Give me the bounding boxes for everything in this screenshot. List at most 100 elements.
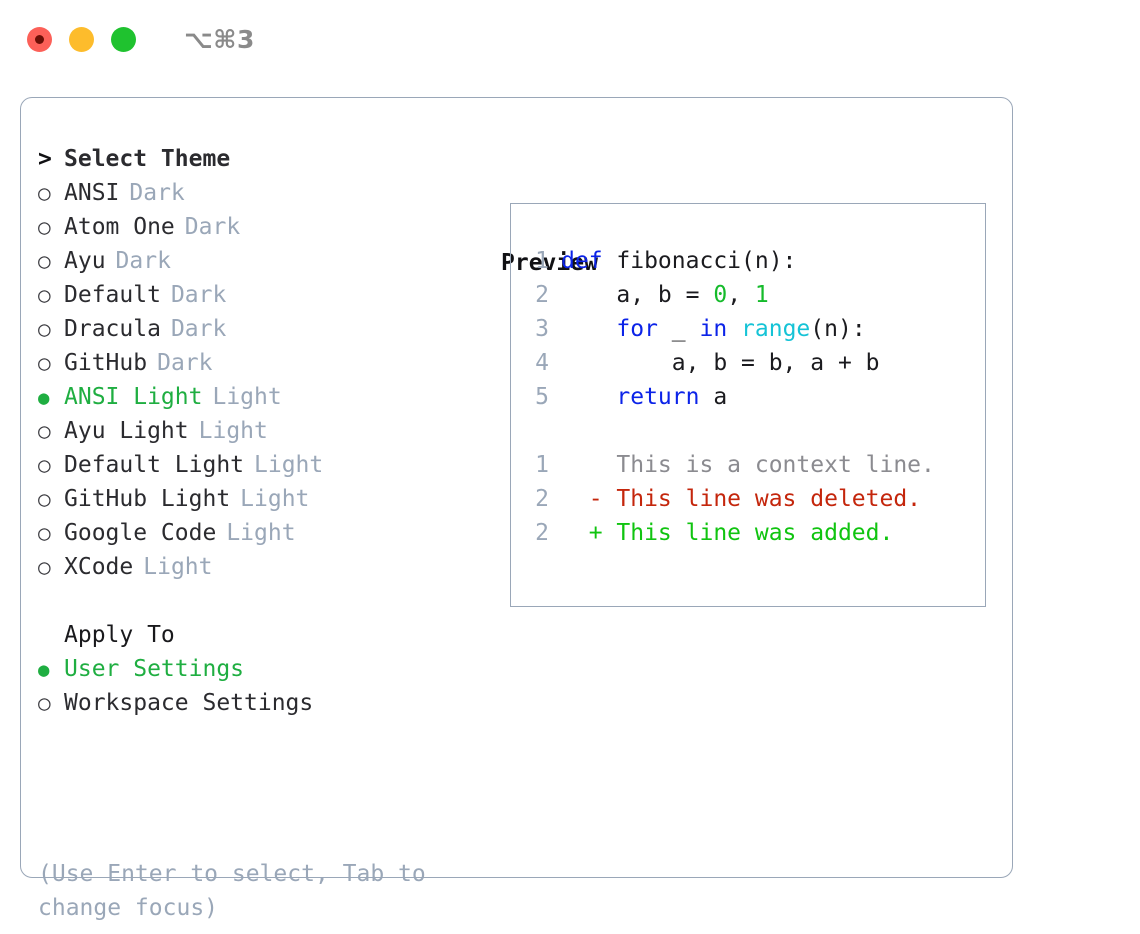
radio-unselected-icon: ○ [38, 453, 51, 477]
code-token: 1 [754, 282, 769, 308]
preview-heading: Preview [501, 250, 598, 276]
maximize-button[interactable] [111, 26, 136, 52]
theme-option-variant-tag: Light [198, 418, 268, 444]
radio-unselected-icon: ○ [38, 283, 51, 307]
theme-option-name: Default Light [64, 452, 245, 478]
apply-to-bullet-placeholder [38, 623, 64, 647]
code-line: 2 a, b = 0, 1 [525, 278, 880, 312]
apply-to-option-name: User Settings [64, 656, 245, 682]
radio-unselected-icon: ○ [38, 555, 51, 579]
code-token: a [699, 384, 728, 410]
close-button[interactable] [27, 26, 52, 52]
code-token: , [727, 282, 755, 308]
theme-option-name: GitHub [64, 350, 148, 376]
diff-sample: 1 This is a context line.2 - This line w… [525, 448, 935, 550]
radio-unselected-icon: ○ [38, 215, 51, 239]
diff-line: 1 This is a context line. [525, 448, 935, 482]
code-line: 4 a, b = b, a + b [525, 346, 879, 380]
diff-marker: + [561, 520, 603, 546]
list-spacer [38, 588, 478, 622]
theme-option-name: Google Code [64, 520, 217, 546]
apply-to-label: Apply To [64, 622, 175, 648]
minimize-button[interactable] [69, 26, 94, 52]
radio-unselected-icon: ○ [38, 249, 51, 273]
theme-option-variant-tag: Light [226, 520, 296, 546]
line-number: 3 [535, 316, 549, 342]
line-number: 2 [535, 486, 549, 512]
code-token [561, 316, 616, 342]
code-token [727, 316, 741, 342]
theme-option-default[interactable]: ○ Default Dark [38, 282, 478, 316]
theme-list-heading: >Select Theme [38, 146, 478, 180]
code-token: for [616, 316, 658, 342]
theme-option-name: Ayu Light [64, 418, 189, 444]
radio-selected-icon: ● [38, 387, 50, 409]
code-token: a, b = [561, 282, 714, 308]
radio-selected-icon: ● [38, 659, 50, 681]
keyboard-shortcut-label: ⌥⌘3 [184, 24, 255, 54]
theme-option-ansi[interactable]: ○ ANSI Dark [38, 180, 478, 214]
code-token: 0 [713, 282, 728, 308]
diff-marker [561, 452, 603, 478]
theme-option-variant-tag: Dark [170, 316, 227, 342]
code-token: return [616, 384, 700, 410]
code-token: fibonacci(n): [602, 248, 797, 274]
theme-option-variant-tag: Dark [129, 180, 185, 206]
apply-to-option-workspace-settings[interactable]: ○ Workspace Settings [38, 690, 478, 724]
diff-text: This is a context line. [602, 452, 935, 478]
heading-caret-icon: > [38, 146, 52, 172]
theme-option-name: Atom One [64, 214, 175, 240]
theme-option-default-light[interactable]: ○ Default Light Light [38, 452, 478, 486]
keyboard-hint-text: (Use Enter to select, Tab to change focu… [38, 861, 426, 921]
radio-unselected-icon: ○ [38, 317, 51, 341]
theme-option-name: Default [64, 282, 161, 308]
theme-option-variant-tag: Light [254, 452, 324, 478]
diff-line: 2 - This line was deleted. [525, 482, 935, 516]
code-token [561, 384, 616, 410]
theme-option-dracula[interactable]: ○ Dracula Dark [38, 316, 478, 350]
code-line: 3 for _ in range(n): [525, 312, 880, 346]
radio-unselected-icon: ○ [38, 351, 51, 375]
apply-to-options-list: ● User Settings ○ Workspace Settings [38, 656, 478, 724]
theme-option-name: XCode [64, 554, 134, 580]
theme-option-ayu-light[interactable]: ○ Ayu Light Light [38, 418, 478, 452]
line-number: 1 [535, 452, 549, 478]
theme-option-name: GitHub Light [64, 486, 231, 512]
window-controls [27, 26, 136, 52]
apply-to-option-user-settings[interactable]: ● User Settings [38, 656, 478, 690]
diff-text: This line was added. [602, 520, 894, 546]
radio-unselected-icon: ○ [38, 181, 51, 205]
code-token: _ [657, 316, 700, 342]
diff-text: This line was deleted. [602, 486, 922, 512]
theme-option-name: ANSI [64, 180, 120, 206]
line-number: 2 [535, 282, 549, 308]
radio-unselected-icon: ○ [38, 419, 51, 443]
apply-to-heading: Apply To [38, 622, 478, 656]
theme-option-ansi-light[interactable]: ● ANSI Light Light [38, 384, 478, 418]
radio-unselected-icon: ○ [38, 691, 51, 715]
code-token: (n): [810, 316, 866, 342]
code-token: range [741, 316, 811, 342]
line-number: 2 [535, 520, 549, 546]
theme-option-name: ANSI Light [64, 384, 203, 410]
diff-line: 2 + This line was added. [525, 516, 935, 550]
code-line: 5 return a [525, 380, 880, 414]
theme-option-name: Ayu [64, 248, 106, 274]
apply-to-option-name: Workspace Settings [64, 690, 314, 716]
theme-option-name: Dracula [64, 316, 161, 342]
code-token: in [699, 316, 728, 342]
theme-option-variant-tag: Dark [170, 282, 227, 308]
line-number: 4 [535, 350, 549, 376]
theme-option-variant-tag: Light [212, 384, 282, 410]
